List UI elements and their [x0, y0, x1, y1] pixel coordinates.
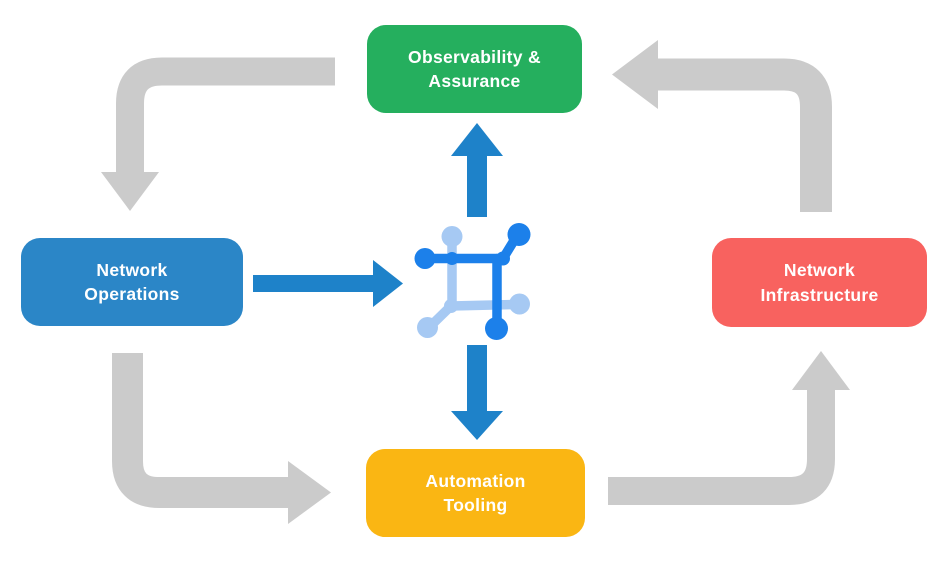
arrow-operations-to-center: [253, 260, 403, 307]
node-observability-assurance: Observability & Assurance: [367, 25, 582, 113]
arrow-observability-to-operations: [101, 57, 335, 211]
arrow-automation-to-infrastructure: [608, 351, 850, 505]
network-fabric-icon: [414, 223, 531, 340]
node-label-line: Network: [783, 260, 856, 281]
arrow-infrastructure-to-observability: [612, 40, 832, 212]
node-label-line: Operations: [84, 284, 180, 304]
node-network-operations: Network Operations: [21, 238, 243, 326]
node-label-line: Tooling: [443, 495, 508, 515]
node-label-line: Network: [96, 259, 168, 280]
node-label-line: Infrastructure: [760, 284, 879, 305]
node-label-line: Assurance: [428, 71, 521, 91]
node-automation-tooling: Automation Tooling: [366, 449, 585, 537]
node-label-line: Automation: [425, 470, 526, 491]
node-network-infrastructure: Network Infrastructure: [712, 238, 927, 327]
node-label-line: Observability &: [408, 46, 541, 67]
network-fabric-icon-dark-links: [414, 223, 531, 340]
arrow-center-to-automation: [451, 345, 503, 440]
arrow-operations-to-automation: [112, 353, 331, 524]
network-fabric-icon-light-links: [417, 226, 530, 338]
arrow-center-to-observability: [451, 123, 503, 217]
